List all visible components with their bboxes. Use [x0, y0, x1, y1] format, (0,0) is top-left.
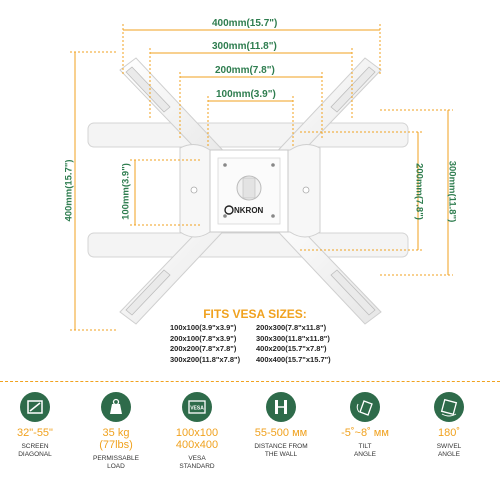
vesa-size: 300x300(11.8"x11.8") [256, 333, 330, 343]
dim-400-vertical: 400mm(15.7") [63, 159, 75, 222]
feature-label: PERMISSABLE LOAD [93, 455, 139, 470]
vesa-size: 300x200(11.8"x7.8") [170, 354, 241, 364]
dim-300-horizontal: 300mm(11.8") [212, 41, 277, 52]
horizontal-rails [87, 122, 409, 258]
vesa-size: 200x200(7.8"x7.8") [170, 344, 237, 353]
svg-text:NKRON: NKRON [234, 206, 264, 215]
feature-value: 32"-55" [17, 427, 53, 439]
central-plate [179, 144, 321, 238]
swivel-icon [434, 392, 464, 422]
vesa-size: 400x400(15.7"x15.7") [256, 354, 331, 364]
section-divider [0, 381, 500, 383]
dimension-lines [70, 24, 453, 331]
dim-100-horizontal: 100mm(3.9") [216, 89, 276, 100]
vesa-title: FITS VESA SIZES: [203, 307, 307, 321]
dim-200-vertical: 200mm(7.8") [413, 163, 425, 220]
feature-screen-diagonal: 32"-55" SCREEN DIAGONAL [0, 392, 70, 459]
dim-200-horizontal: 200mm(7.8") [215, 65, 275, 76]
vesa-size: 400x200(15.7"x7.8") [256, 344, 327, 353]
arm-slots [125, 66, 376, 316]
feature-label: SWIVEL ANGLE [436, 443, 462, 458]
brand-logo: NKRON [224, 205, 264, 215]
feature-value: 100x100 400x400 [175, 427, 219, 451]
feature-value: 180˚ [437, 427, 461, 439]
weight-icon [101, 392, 131, 422]
vesa-size: 200x300(7.8"x11.8") [256, 323, 327, 332]
feature-label: SCREEN DIAGONAL [18, 443, 52, 458]
feature-wall-distance: 55-500 мм DISTANCE FROM THE WALL [246, 392, 316, 459]
screen-diagonal-icon [20, 392, 50, 422]
svg-text:VESA: VESA [190, 406, 204, 412]
dim-400-horizontal: 400mm(15.7") [212, 18, 278, 29]
vesa-size: 200x100(7.8"x3.9") [170, 333, 237, 343]
vesa-icon: VESA [182, 392, 212, 422]
wall-distance-icon [266, 392, 296, 422]
feature-label: DISTANCE FROM THE WALL [254, 443, 308, 458]
tilt-icon [350, 392, 380, 422]
feature-value: 35 kg (77lbs) [99, 427, 133, 451]
feature-swivel: 180˚ SWIVEL ANGLE [414, 392, 484, 459]
feature-value: 55-500 мм [254, 427, 308, 439]
vesa-sizes-left: 100x100(3.9"x3.9") 200x100(7.8"x3.9") 20… [170, 323, 240, 365]
feature-label: TILT ANGLE [353, 443, 377, 458]
vesa-sizes-right: 200x300(7.8"x11.8") 300x300(11.8"x11.8")… [256, 323, 331, 365]
mount-diagram: NKRON [70, 24, 453, 331]
feature-label: VESA STANDARD [179, 455, 215, 470]
feature-value: -5˚~8˚ мм [341, 427, 389, 439]
feature-load: 35 kg (77lbs) PERMISSABLE LOAD [81, 392, 151, 471]
vesa-size: 100x100(3.9"x3.9") [170, 323, 237, 332]
dim-300-vertical: 300mm(11.8") [446, 160, 458, 223]
feature-tilt: -5˚~8˚ мм TILT ANGLE [330, 392, 400, 459]
dim-100-vertical: 100mm(3.9") [120, 163, 132, 220]
feature-vesa: VESA 100x100 400x400 VESA STANDARD [162, 392, 232, 471]
